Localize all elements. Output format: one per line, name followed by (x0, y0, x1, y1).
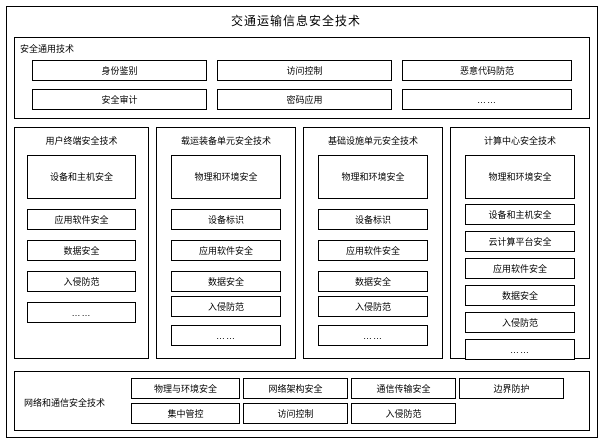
column-infrastructure-unit-title: 基础设施单元安全技术 (327, 136, 418, 146)
computing-center-item-0[interactable]: 物理和环境安全 (465, 155, 575, 199)
general-item-identity[interactable]: 身份鉴别 (32, 60, 207, 81)
general-item-more[interactable]: …… (402, 89, 572, 110)
vehicle-unit-item-0[interactable]: 物理和环境安全 (171, 155, 281, 199)
computing-center-item-3[interactable]: 应用软件安全 (465, 258, 575, 279)
network-item-boundary[interactable]: 边界防护 (459, 378, 564, 399)
column-user-terminal-title: 用户终端安全技术 (45, 136, 118, 146)
infrastructure-unit-item-2[interactable]: 应用软件安全 (318, 240, 428, 261)
network-item-physical-env[interactable]: 物理与环境安全 (131, 378, 240, 399)
vehicle-unit-item-3[interactable]: 数据安全 (171, 271, 281, 292)
vehicle-unit-item-1[interactable]: 设备标识 (171, 209, 281, 230)
general-item-audit[interactable]: 安全审计 (32, 89, 207, 110)
user-terminal-item-3[interactable]: 入侵防范 (27, 271, 136, 292)
computing-center-item-5[interactable]: 入侵防范 (465, 312, 575, 333)
general-security-label: 安全通用技术 (20, 44, 75, 54)
vehicle-unit-item-4[interactable]: 入侵防范 (171, 296, 281, 317)
page-title: 交通运输信息安全技术 (230, 14, 361, 28)
network-item-transmission[interactable]: 通信传输安全 (351, 378, 456, 399)
general-item-access-control[interactable]: 访问控制 (217, 60, 392, 81)
general-item-malware[interactable]: 恶意代码防范 (402, 60, 572, 81)
network-item-intrusion[interactable]: 入侵防范 (351, 403, 456, 424)
infrastructure-unit-item-4[interactable]: 入侵防范 (318, 296, 428, 317)
network-item-centralized-control[interactable]: 集中管控 (131, 403, 240, 424)
user-terminal-item-0[interactable]: 设备和主机安全 (27, 155, 136, 199)
infrastructure-unit-item-5[interactable]: …… (318, 325, 428, 346)
user-terminal-item-4[interactable]: …… (27, 302, 136, 323)
network-item-access-control[interactable]: 访问控制 (243, 403, 348, 424)
general-item-crypto[interactable]: 密码应用 (217, 89, 392, 110)
network-communication-label: 网络和通信安全技术 (24, 398, 106, 408)
computing-center-item-6[interactable]: …… (465, 339, 575, 360)
column-computing-center-title: 计算中心安全技术 (483, 136, 556, 146)
computing-center-item-4[interactable]: 数据安全 (465, 285, 575, 306)
vehicle-unit-item-2[interactable]: 应用软件安全 (171, 240, 281, 261)
network-item-architecture[interactable]: 网络架构安全 (243, 378, 348, 399)
infrastructure-unit-item-0[interactable]: 物理和环境安全 (318, 155, 428, 199)
vehicle-unit-item-5[interactable]: …… (171, 325, 281, 346)
outer-frame (6, 6, 598, 438)
user-terminal-item-2[interactable]: 数据安全 (27, 240, 136, 261)
computing-center-item-2[interactable]: 云计算平台安全 (465, 231, 575, 252)
computing-center-item-1[interactable]: 设备和主机安全 (465, 204, 575, 225)
user-terminal-item-1[interactable]: 应用软件安全 (27, 209, 136, 230)
column-vehicle-unit-title: 载运装备单元安全技术 (180, 136, 271, 146)
infrastructure-unit-item-3[interactable]: 数据安全 (318, 271, 428, 292)
infrastructure-unit-item-1[interactable]: 设备标识 (318, 209, 428, 230)
